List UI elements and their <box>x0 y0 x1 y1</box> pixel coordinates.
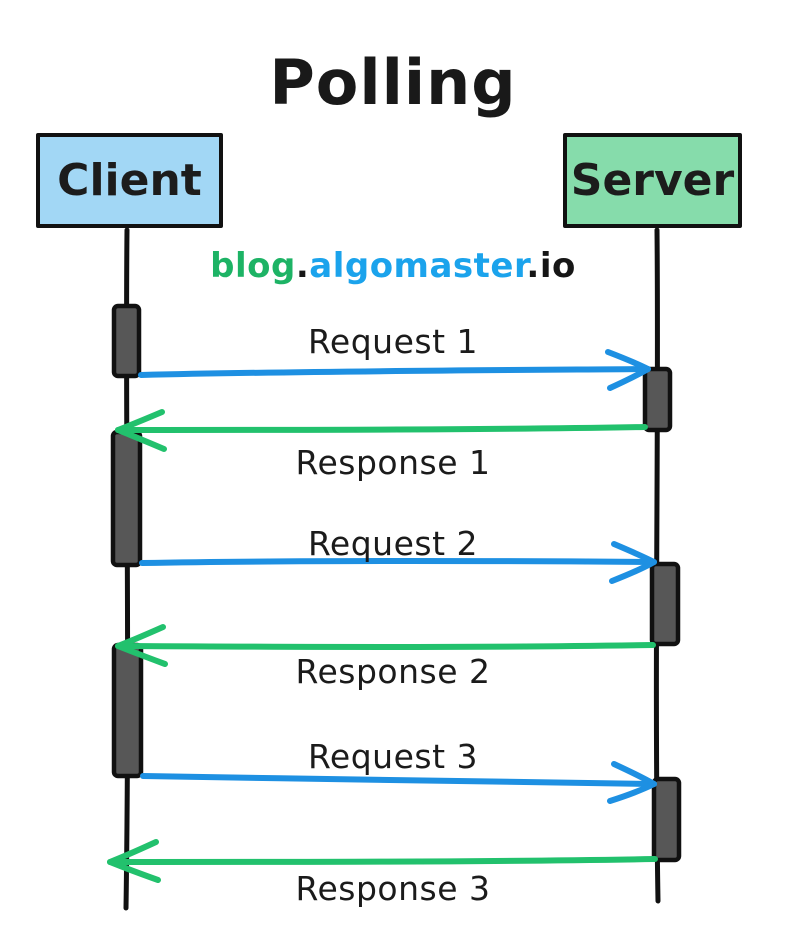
response-3-arrow <box>107 839 658 883</box>
request-1-arrow <box>138 349 651 391</box>
diagram-title: Polling <box>269 46 517 119</box>
server-activation-bar-1 <box>642 366 673 433</box>
message-label-response-2: Response 2 <box>295 652 491 691</box>
response-1-arrow <box>115 409 648 452</box>
message-label-response-1: Response 1 <box>295 443 491 482</box>
message-label-request-2: Request 2 <box>307 524 479 563</box>
request-2-arrow <box>139 541 657 584</box>
client-activation-bar-1 <box>111 303 142 379</box>
watermark-blog: blog <box>210 246 296 286</box>
actor-box-server: Server <box>563 133 742 228</box>
actor-box-client: Client <box>36 133 223 228</box>
actor-label-client: Client <box>57 155 202 206</box>
request-3-arrow <box>140 761 657 804</box>
message-label-response-3: Response 3 <box>295 869 491 908</box>
watermark-dot1: . <box>295 246 310 286</box>
message-label-request-3: Request 3 <box>307 737 479 776</box>
server-activation-bar-2 <box>649 561 681 647</box>
watermark-algomaster: algomaster <box>309 246 527 286</box>
watermark-blog-algomaster-io: blog.algomaster.io <box>0 246 786 286</box>
actor-label-server: Server <box>570 155 735 206</box>
response-2-arrow <box>115 624 656 667</box>
message-label-request-1: Request 1 <box>307 322 479 361</box>
watermark-dot2: . <box>526 246 540 286</box>
server-activation-bar-3 <box>651 776 682 863</box>
watermark-io: io <box>539 246 576 286</box>
